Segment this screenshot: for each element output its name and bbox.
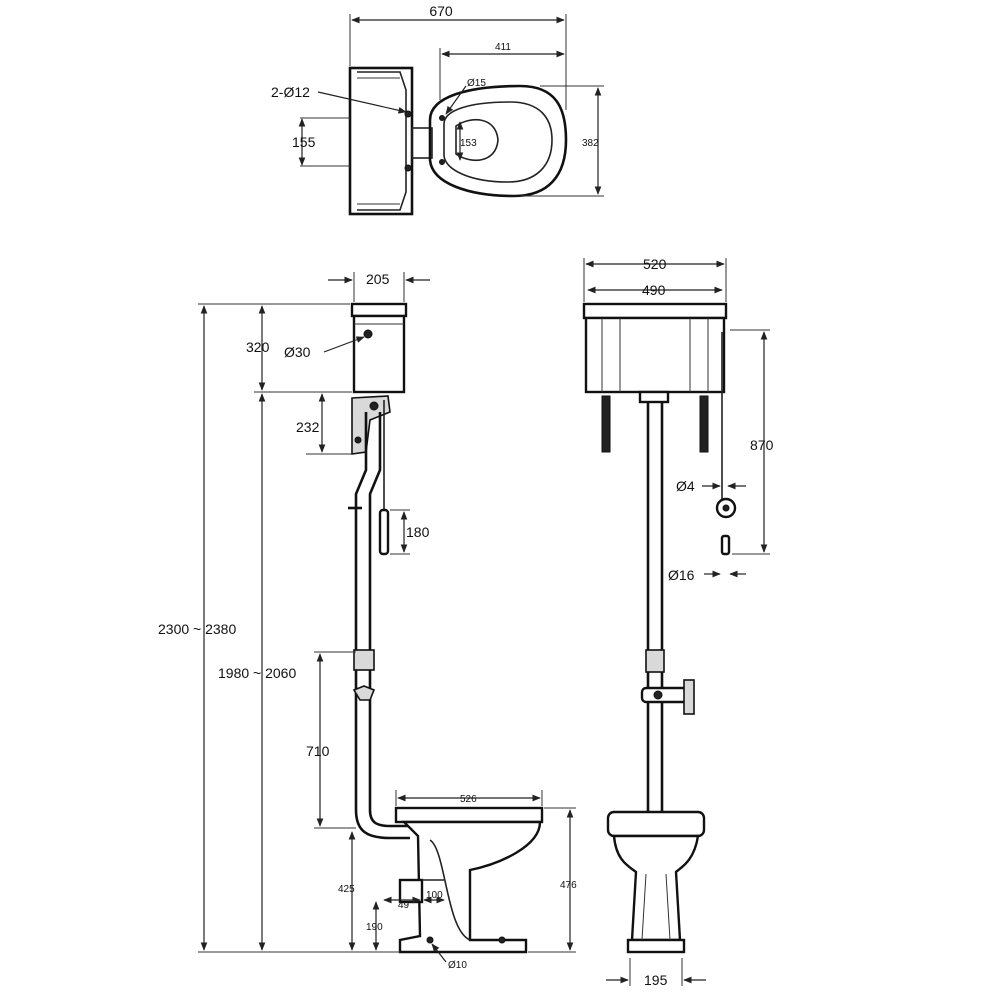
top-offset-label: 411 bbox=[495, 42, 511, 53]
front-width-label: 520 bbox=[643, 256, 667, 272]
chain-length-label: 870 bbox=[750, 437, 774, 453]
pan-height-label: 476 bbox=[560, 880, 577, 891]
top-depth-label: 382 bbox=[582, 138, 599, 149]
cistern-front bbox=[582, 302, 728, 404]
cistern-side bbox=[350, 302, 408, 394]
cistern-plan bbox=[348, 66, 414, 216]
outlet-height-label: 425 bbox=[338, 884, 355, 895]
inner-153-label: 153 bbox=[460, 138, 477, 149]
outlet-49-label: 49 bbox=[398, 900, 410, 911]
front-view: 520 490 870 Ø4 Ø16 195 bbox=[582, 256, 774, 988]
side-view: 205 320 Ø30 232 180 2300 ~ 2380 1980 ~ 2… bbox=[158, 271, 577, 971]
holes-label: 2-Ø12 bbox=[271, 84, 310, 100]
cistern-outlet-label: Ø30 bbox=[284, 344, 311, 360]
overall-height-label: 2300 ~ 2380 bbox=[158, 621, 236, 637]
pan-side bbox=[394, 806, 544, 954]
base-width-label: 195 bbox=[644, 972, 668, 988]
plan-view: 670 411 2-Ø12 Ø15 155 153 382 bbox=[271, 3, 604, 216]
bolt-label: Ø10 bbox=[448, 960, 467, 971]
cistern-base-height-label: 1980 ~ 2060 bbox=[218, 665, 296, 681]
pipe-710-label: 710 bbox=[306, 743, 330, 759]
bracket-label: 232 bbox=[296, 419, 320, 435]
outlet-100-label: 100 bbox=[426, 890, 443, 901]
foot-190-label: 190 bbox=[366, 922, 383, 933]
pull-dia-label: Ø16 bbox=[668, 567, 695, 583]
pan-length-label: 526 bbox=[460, 794, 477, 805]
top-width-label: 670 bbox=[429, 3, 453, 19]
chain-dia-label: Ø4 bbox=[676, 478, 695, 494]
fix-spacing-label: 155 bbox=[292, 134, 316, 150]
seat-hole-label: Ø15 bbox=[467, 78, 486, 89]
cistern-depth-label: 205 bbox=[366, 271, 390, 287]
pan-front bbox=[606, 810, 706, 954]
inner-width-label: 490 bbox=[642, 282, 666, 298]
bracket-side bbox=[351, 395, 391, 455]
cistern-height-label: 320 bbox=[246, 339, 270, 355]
pan-plan bbox=[428, 84, 568, 198]
handle-label: 180 bbox=[406, 524, 430, 540]
